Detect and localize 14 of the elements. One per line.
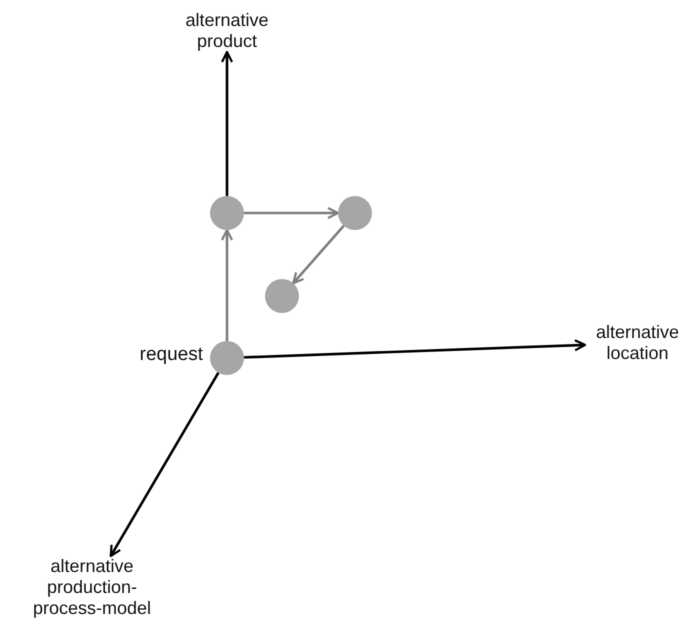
arrow — [244, 206, 340, 220]
axis-label: alternative location — [585, 322, 690, 364]
arrow — [244, 339, 586, 359]
arrow — [110, 372, 220, 558]
node-circle — [265, 279, 299, 313]
node-circle — [210, 341, 244, 375]
arrow — [292, 224, 345, 284]
arrow — [220, 50, 234, 196]
axis-label: alternative production-process-model — [22, 556, 162, 620]
node-circle — [338, 196, 372, 230]
node-circle — [210, 196, 244, 230]
node-label: request — [138, 343, 203, 367]
axis-label: alternative product — [172, 10, 282, 52]
arrow — [220, 228, 234, 341]
